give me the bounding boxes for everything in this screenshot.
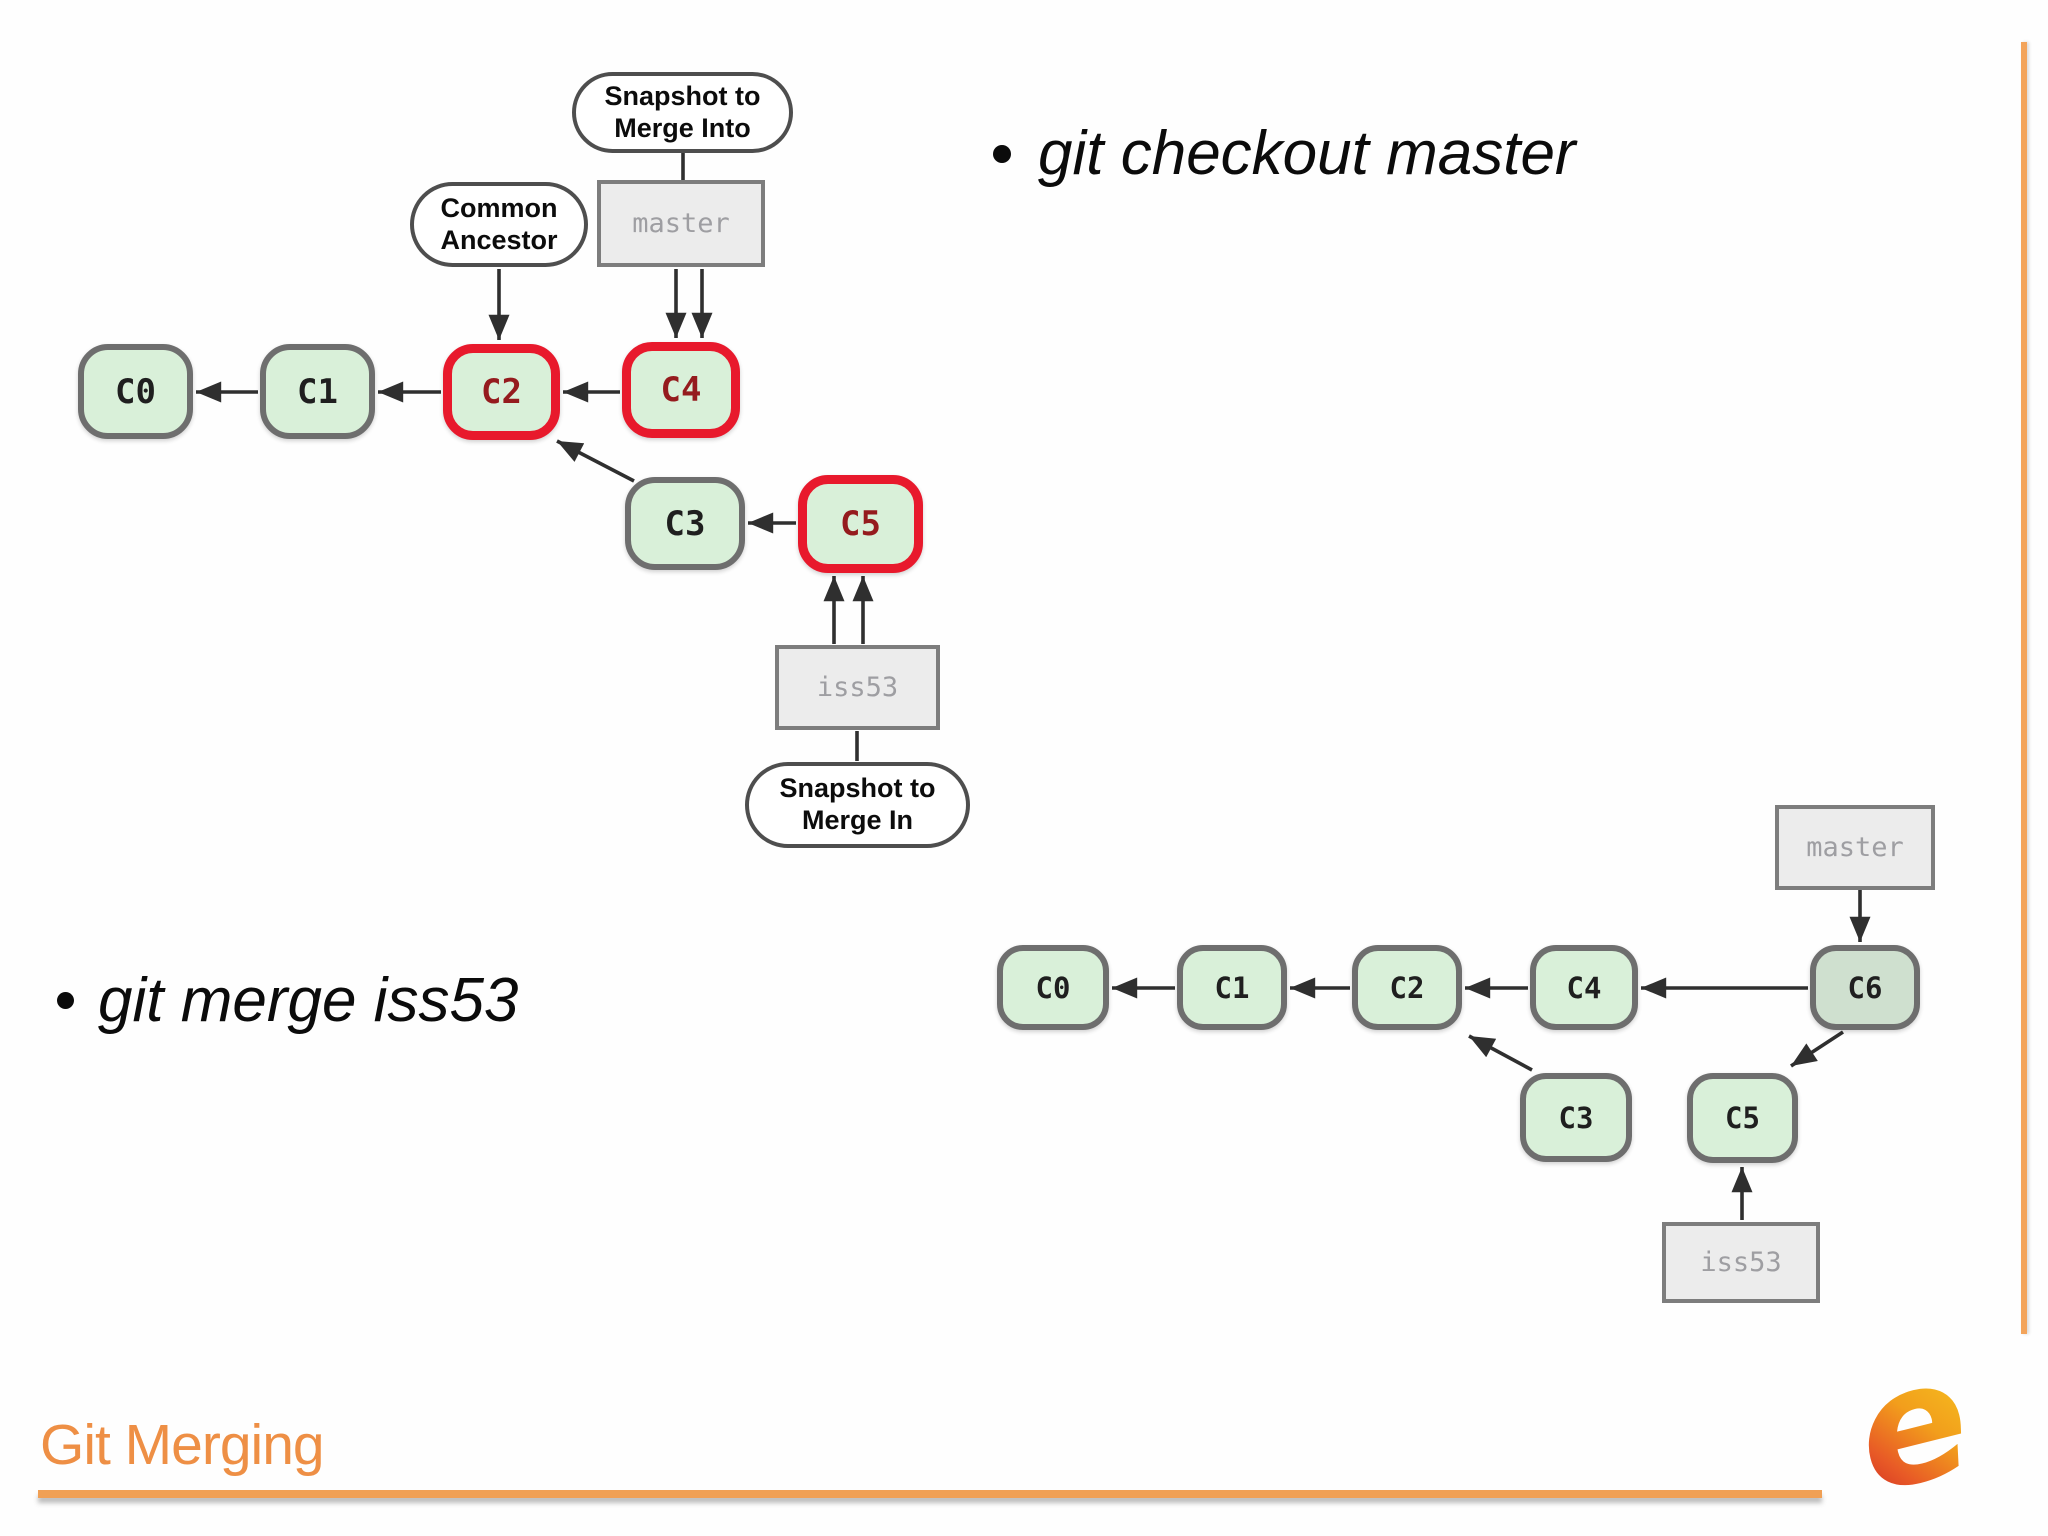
e-swoosh-logo-icon: e: [1838, 1338, 1988, 1508]
commit-node-c3-after: C3: [1520, 1073, 1632, 1162]
command-text: git checkout master: [1038, 119, 1576, 188]
commit-label: C6: [1847, 970, 1883, 1005]
branch-box-iss53-before: iss53: [775, 645, 940, 730]
commit-label: C5: [1725, 1101, 1760, 1135]
callout-snapshot-to-merge-in: Snapshot to Merge In: [745, 762, 970, 848]
callout-label: Snapshot to Merge Into: [604, 80, 761, 143]
slide-title: Git Merging: [40, 1413, 325, 1477]
branch-box-master-before: master: [597, 180, 765, 267]
arrow-c6-c5: [1790, 1030, 1844, 1068]
branch-box-master-after: master: [1775, 805, 1935, 890]
branch-box-iss53-after: iss53: [1662, 1222, 1820, 1303]
bullet-dot: [993, 144, 1011, 163]
commit-node-c1-after: C1: [1177, 945, 1287, 1030]
bullet-git-merge-iss53: git merge iss53: [57, 965, 518, 1036]
callout-common-ancestor: Common Ancestor: [410, 182, 588, 267]
commit-label: C4: [660, 370, 702, 410]
commit-label: C0: [1035, 970, 1071, 1005]
branch-label: iss53: [816, 672, 899, 703]
commit-node-c4-before-highlighted: C4: [622, 342, 740, 438]
commit-label: C3: [1558, 1100, 1594, 1135]
right-accent-line: [2021, 42, 2027, 1334]
commit-node-c2-before-highlighted: C2: [443, 344, 560, 440]
commit-node-c2-after: C2: [1352, 945, 1462, 1030]
commit-node-c4-after: C4: [1530, 945, 1638, 1030]
footer-accent-line: [38, 1490, 1822, 1498]
commit-node-c5-before-highlighted: C5: [798, 475, 923, 573]
callout-label: Snapshot to Merge In: [779, 773, 936, 835]
branch-label: master: [632, 208, 730, 239]
commit-label: C1: [297, 371, 338, 412]
command-text: git merge iss53: [98, 966, 519, 1035]
commit-label: C0: [115, 371, 156, 412]
commit-node-c5-after: C5: [1687, 1073, 1798, 1163]
bullet-dot: [57, 992, 74, 1009]
commit-label: C2: [481, 372, 522, 412]
branch-label: iss53: [1700, 1247, 1782, 1278]
commit-label: C2: [1389, 970, 1425, 1005]
commit-node-c0-before: C0: [78, 344, 193, 439]
commit-node-c6-merge: C6: [1810, 945, 1920, 1030]
callout-snapshot-to-merge-into: Snapshot to Merge Into: [572, 72, 793, 153]
commit-label: C5: [840, 504, 881, 544]
arrow-c3-c2: [556, 439, 635, 483]
commit-node-c3-before: C3: [625, 477, 745, 570]
branch-label: master: [1806, 832, 1904, 863]
commit-node-c0-after: C0: [997, 945, 1109, 1030]
svg-text:e: e: [1838, 1338, 1988, 1508]
callout-label: Common Ancestor: [440, 192, 558, 255]
commit-label: C3: [664, 503, 706, 544]
commit-label: C1: [1214, 970, 1250, 1005]
commit-node-c1-before: C1: [260, 344, 375, 439]
bullet-git-checkout-master: git checkout master: [993, 118, 1576, 189]
arrow-c3-c2-after: [1468, 1034, 1533, 1072]
commit-label: C4: [1566, 970, 1602, 1005]
